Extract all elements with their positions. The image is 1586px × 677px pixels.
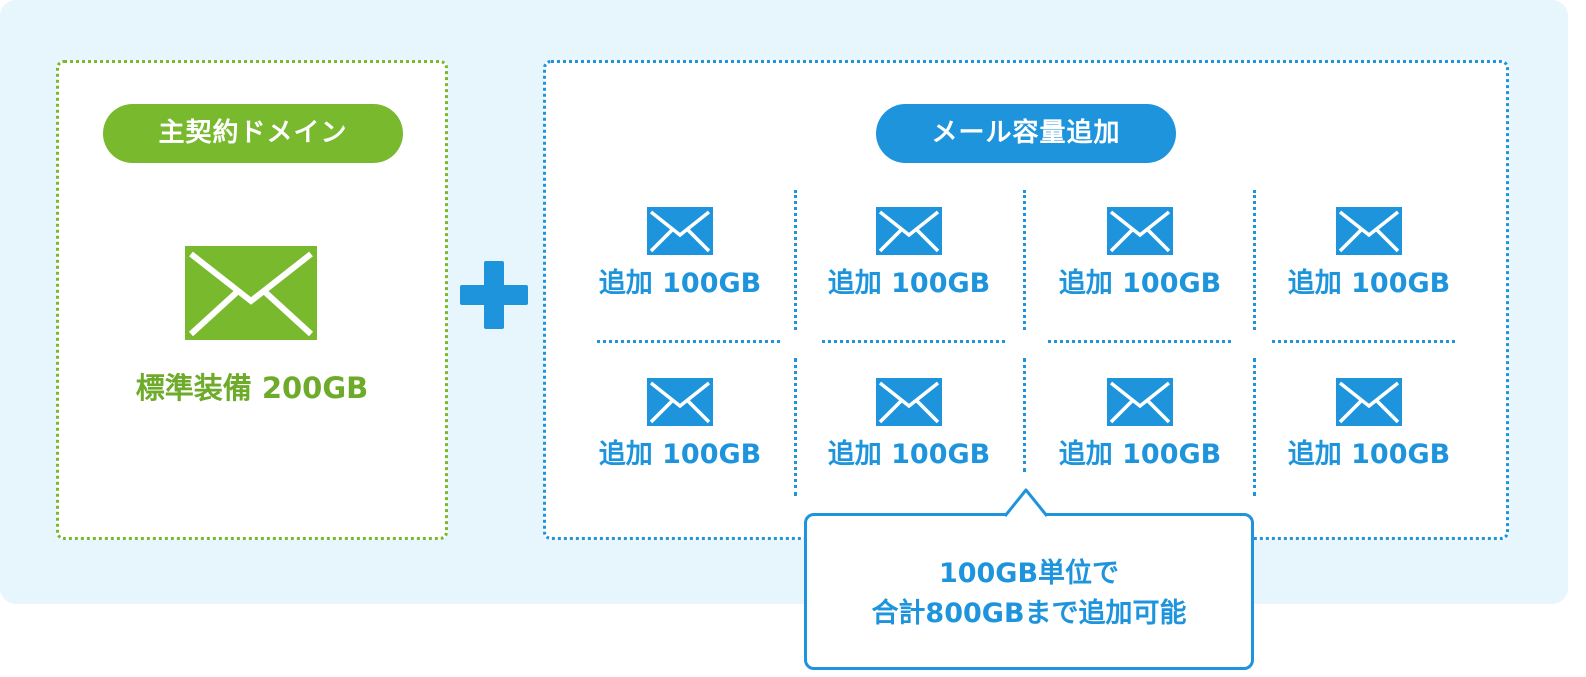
addon-cell-label: 追加 100GB [1287, 268, 1451, 299]
envelope-icon [647, 378, 713, 426]
main-domain-capacity: 標準装備 200GB [135, 371, 369, 405]
addon-cell-label: 追加 100GB [1058, 439, 1222, 470]
callout-tail [1003, 488, 1049, 517]
mail-addon-pill: メール容量追加 [876, 104, 1176, 163]
grid-divider [822, 340, 1005, 343]
envelope-icon [1336, 378, 1402, 426]
addon-cell-label: 追加 100GB [827, 439, 991, 470]
callout-line-2: 合計800GBまで追加可能 [871, 598, 1187, 629]
main-domain-pill: 主契約ドメイン [103, 104, 403, 163]
callout-box: 100GB単位で 合計800GBまで追加可能 [804, 513, 1254, 670]
callout-line-1: 100GB単位で [938, 558, 1120, 589]
plus-icon [460, 261, 528, 329]
addon-cell-label: 追加 100GB [1058, 268, 1222, 299]
addon-cell: 追加 100GB [1254, 190, 1484, 320]
grid-divider [794, 190, 797, 330]
grid-divider [1023, 358, 1026, 472]
grid-divider [1023, 190, 1026, 330]
addon-cell: 追加 100GB [1254, 361, 1484, 491]
envelope-icon [1107, 207, 1173, 255]
addon-cell-label: 追加 100GB [598, 439, 762, 470]
grid-divider [1253, 190, 1256, 330]
addon-cell-label: 追加 100GB [598, 268, 762, 299]
addon-cell: 追加 100GB [565, 361, 795, 491]
addon-cell-label: 追加 100GB [827, 268, 991, 299]
addon-cell: 追加 100GB [794, 190, 1024, 320]
callout-text: 100GB単位で 合計800GBまで追加可能 [807, 554, 1251, 634]
grid-divider [1272, 340, 1455, 343]
addon-cell-label: 追加 100GB [1287, 439, 1451, 470]
envelope-icon [1336, 207, 1402, 255]
envelope-icon [185, 246, 317, 340]
addon-cell: 追加 100GB [794, 361, 1024, 491]
envelope-icon [1107, 378, 1173, 426]
addon-cell: 追加 100GB [1025, 361, 1255, 491]
grid-divider [597, 340, 780, 343]
addon-cell: 追加 100GB [1025, 190, 1255, 320]
envelope-icon [876, 378, 942, 426]
grid-divider [794, 358, 797, 496]
envelope-icon [647, 207, 713, 255]
addon-cell: 追加 100GB [565, 190, 795, 320]
mail-addon-box [543, 60, 1509, 540]
envelope-icon [876, 207, 942, 255]
grid-divider [1253, 358, 1256, 496]
grid-divider [1048, 340, 1231, 343]
